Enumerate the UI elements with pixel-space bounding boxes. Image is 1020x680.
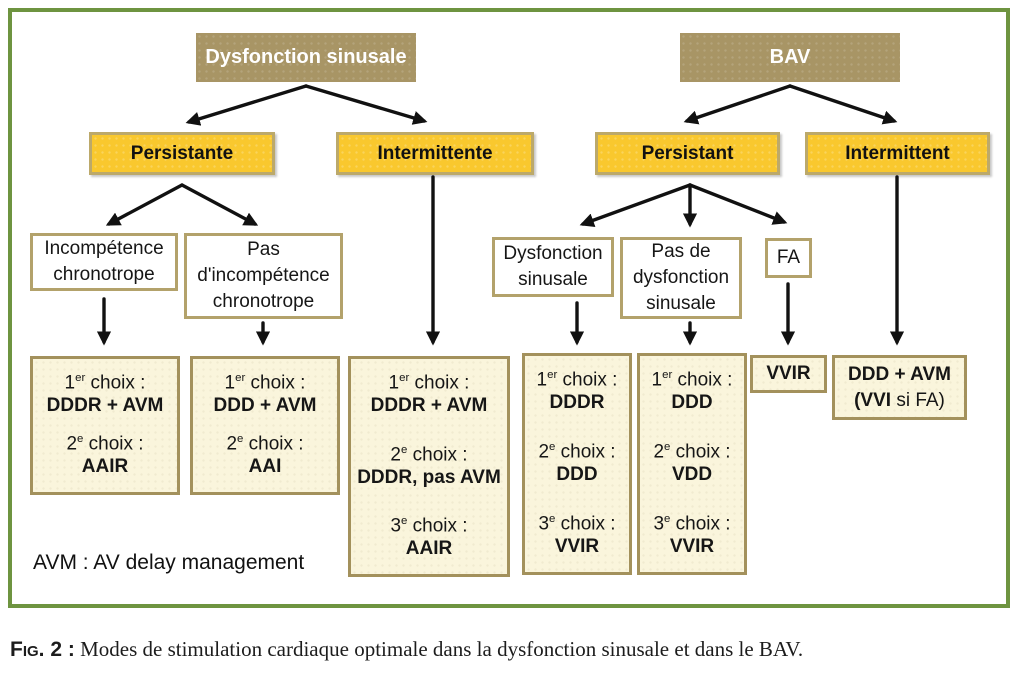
condition-pas-incompetence-chronotrope: Pas d'incompétence chronotrope: [184, 233, 343, 319]
choice-group: 1er choix :DDD: [652, 369, 733, 415]
choice-mode: DDD: [556, 464, 598, 486]
outcome-box-ds-intermittente: 1er choix :DDDR + AVM 2e choix :DDDR, pas…: [348, 356, 510, 577]
outcome-box-bav-persistant-pas-ds: 1er choix :DDD 2e choix :VDD 3e choix :VVI…: [637, 353, 747, 575]
outcome-submode-line: (VVI si FA): [854, 388, 945, 414]
choice-rank-label: 1er choix :: [388, 372, 470, 394]
condition-fa: FA: [765, 238, 812, 278]
choice-group: 2e choix :AAI: [226, 433, 303, 479]
outcome-box-bav-intermittent: DDD + AVM (VVI si FA): [832, 355, 967, 420]
figure-caption-text: Modes de stimulation cardiaque optimale …: [74, 637, 804, 661]
choice-mode: VVIR: [554, 536, 600, 558]
branch-intermittente: Intermittente: [336, 132, 534, 175]
choice-group: 3e choix :AAIR: [390, 515, 467, 561]
choice-rank-label: 2e choix :: [66, 433, 144, 455]
branch-persistante: Persistante: [89, 132, 275, 175]
choice-rank-label: 1er choix :: [224, 372, 306, 394]
choice-group: 2e choix :VDD: [653, 441, 730, 487]
choice-rank-label: 1er choix :: [651, 369, 733, 391]
choice-group: 2e choix :DDDR, pas AVM: [357, 444, 501, 490]
choice-mode: DDDR + AVM: [370, 395, 488, 417]
choice-mode: DDDR, pas AVM: [357, 466, 501, 488]
choice-group: 3e choix :VVIR: [653, 513, 730, 559]
choice-rank-label: 1er choix :: [64, 372, 146, 394]
choice-rank-label: 3e choix :: [390, 515, 468, 537]
outcome-mode-line: DDD + AVM: [848, 363, 951, 385]
choice-rank-label: 2e choix :: [653, 441, 731, 463]
choice-group: 2e choix :DDD: [538, 441, 615, 487]
figure-caption: Fig. 2 : Modes de stimulation cardiaque …: [10, 637, 1010, 662]
choice-rank-label: 1er choix :: [536, 369, 618, 391]
branch-intermittent: Intermittent: [805, 132, 990, 175]
choice-group: 1er choix :DDDR + AVM: [371, 372, 488, 418]
root-bav: BAV: [680, 33, 900, 82]
condition-incompetence-chronotrope: Incompétence chronotrope: [30, 233, 178, 291]
submode-bold: (VVI: [854, 389, 892, 411]
root-dysfonction-sinusale: Dysfonction sinusale: [196, 33, 416, 82]
choice-mode: VDD: [671, 464, 713, 486]
submode-regular: si FA): [891, 389, 945, 411]
choice-rank-label: 3e choix :: [653, 513, 731, 535]
choice-mode: DDDR: [549, 392, 605, 414]
choice-mode: AAI: [248, 456, 282, 478]
choice-rank-label: 3e choix :: [538, 513, 616, 535]
choice-mode: DDD + AVM: [213, 395, 317, 417]
figure-caption-label: Fig. 2 :: [10, 638, 75, 661]
choice-group: 2e choix :AAIR: [66, 433, 143, 479]
outcome-box-ds-persistante-ic: 1er choix :DDDR + AVM 2e choix :AAIR: [30, 356, 180, 495]
choice-group: 1er choix :DDDR + AVM: [47, 372, 164, 418]
choice-mode: DDDR + AVM: [46, 395, 164, 417]
choice-rank-label: 2e choix :: [538, 441, 616, 463]
choice-mode: VVIR: [669, 536, 715, 558]
condition-dysfonction-sinusale: Dysfonction sinusale: [492, 237, 614, 297]
choice-mode: DDD: [671, 392, 713, 414]
outcome-box-ds-persistante-pas-ic: 1er choix :DDD + AVM 2e choix :AAI: [190, 356, 340, 495]
abbreviation-note: AVM : AV delay management: [33, 551, 305, 574]
choice-group: 1er choix :DDDR: [537, 369, 618, 415]
choice-group: 1er choix :DDD + AVM: [214, 372, 317, 418]
choice-rank-label: 2e choix :: [390, 443, 468, 465]
choice-mode: AAIR: [405, 538, 453, 560]
condition-pas-dysfonction-sinusale: Pas de dysfonction sinusale: [620, 237, 742, 319]
choice-group: 3e choix :VVIR: [538, 513, 615, 559]
choice-mode: AAIR: [81, 456, 129, 478]
outcome-box-bav-persistant-ds: 1er choix :DDDR 2e choix :DDD 3e choix :VV…: [522, 353, 632, 575]
outcome-box-fa-vvir: VVIR: [750, 355, 827, 393]
branch-persistant: Persistant: [595, 132, 780, 175]
choice-rank-label: 2e choix :: [226, 433, 304, 455]
